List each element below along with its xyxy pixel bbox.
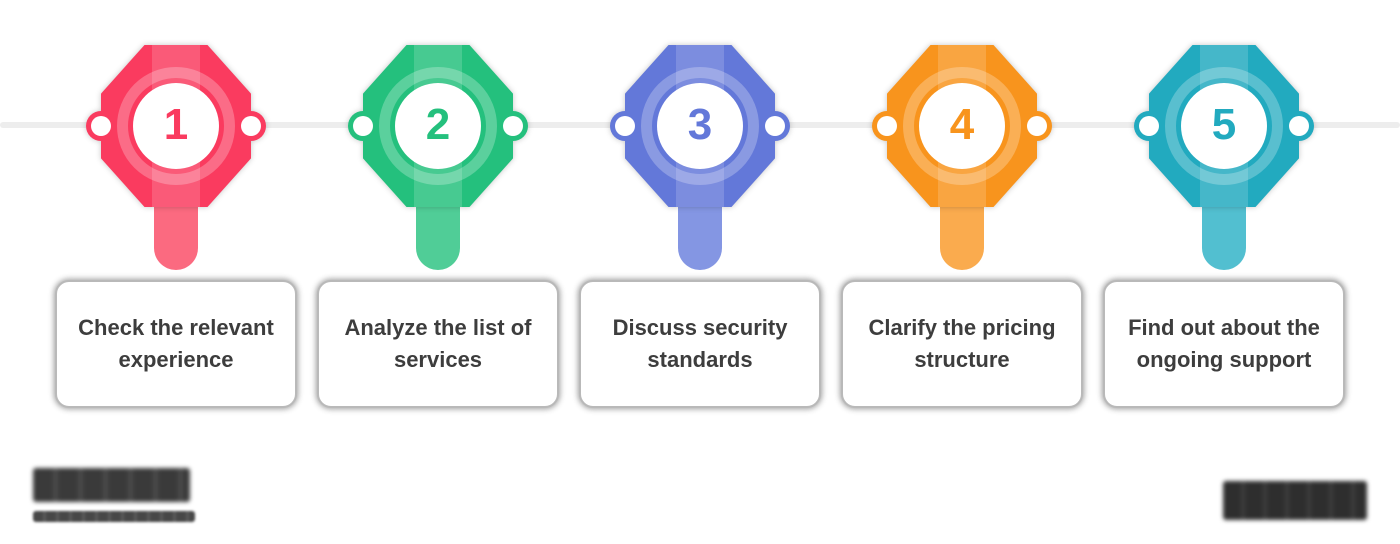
step-card-label: Clarify the pricing structure	[868, 315, 1056, 372]
marker-badge: 3	[610, 45, 790, 207]
timeline-node-dot-right	[241, 116, 261, 136]
step-number: 1	[163, 100, 189, 149]
step-card: Check the relevant experience	[55, 280, 297, 408]
step-card-label: Discuss security standards	[612, 315, 788, 372]
step-card-label: Find out about the ongoing support	[1128, 315, 1320, 372]
marker-badge: 5	[1134, 45, 1314, 207]
marker-center-circle: 5	[1181, 83, 1267, 169]
marker-badge: 4	[872, 45, 1052, 207]
step-2: 2 Analyze the list of services	[317, 0, 559, 408]
step-card: Analyze the list of services	[317, 280, 559, 408]
step-card: Discuss security standards	[579, 280, 821, 408]
step-card: Clarify the pricing structure	[841, 280, 1083, 408]
timeline-node-dot-left	[1139, 116, 1159, 136]
marker-badge: 1	[86, 45, 266, 207]
marker-center-circle: 2	[395, 83, 481, 169]
timeline-node-dot-left	[877, 116, 897, 136]
step-number: 5	[1211, 100, 1237, 149]
step-card: Find out about the ongoing support	[1103, 280, 1345, 408]
marker-halo-ring	[379, 67, 497, 185]
timeline-node-dot-left	[353, 116, 373, 136]
step-4: 4 Clarify the pricing structure	[841, 0, 1083, 408]
step-3: 3 Discuss security standards	[579, 0, 821, 408]
redacted-logo-right	[1223, 481, 1367, 520]
timeline-node-dot-left	[91, 116, 111, 136]
marker-center-circle: 1	[133, 83, 219, 169]
timeline-node-dot-right	[503, 116, 523, 136]
steps-row: 1 Check the relevant experience 2	[55, 0, 1345, 408]
step-number: 2	[425, 100, 451, 149]
redacted-logo-left	[33, 468, 190, 502]
marker-halo-ring	[117, 67, 235, 185]
step-number: 4	[949, 100, 975, 149]
step-1: 1 Check the relevant experience	[55, 0, 297, 408]
step-number: 3	[687, 100, 713, 149]
step-card-label: Analyze the list of services	[344, 315, 532, 372]
timeline-node-dot-right	[1027, 116, 1047, 136]
step-5: 5 Find out about the ongoing support	[1103, 0, 1345, 408]
redacted-tagline-left	[33, 511, 195, 522]
timeline-node-dot-left	[615, 116, 635, 136]
marker-halo-ring	[903, 67, 1021, 185]
marker-halo-ring	[641, 67, 759, 185]
marker-center-circle: 4	[919, 83, 1005, 169]
marker-center-circle: 3	[657, 83, 743, 169]
marker-badge: 2	[348, 45, 528, 207]
step-card-label: Check the relevant experience	[78, 315, 274, 372]
timeline-node-dot-right	[1289, 116, 1309, 136]
marker-halo-ring	[1165, 67, 1283, 185]
timeline-node-dot-right	[765, 116, 785, 136]
